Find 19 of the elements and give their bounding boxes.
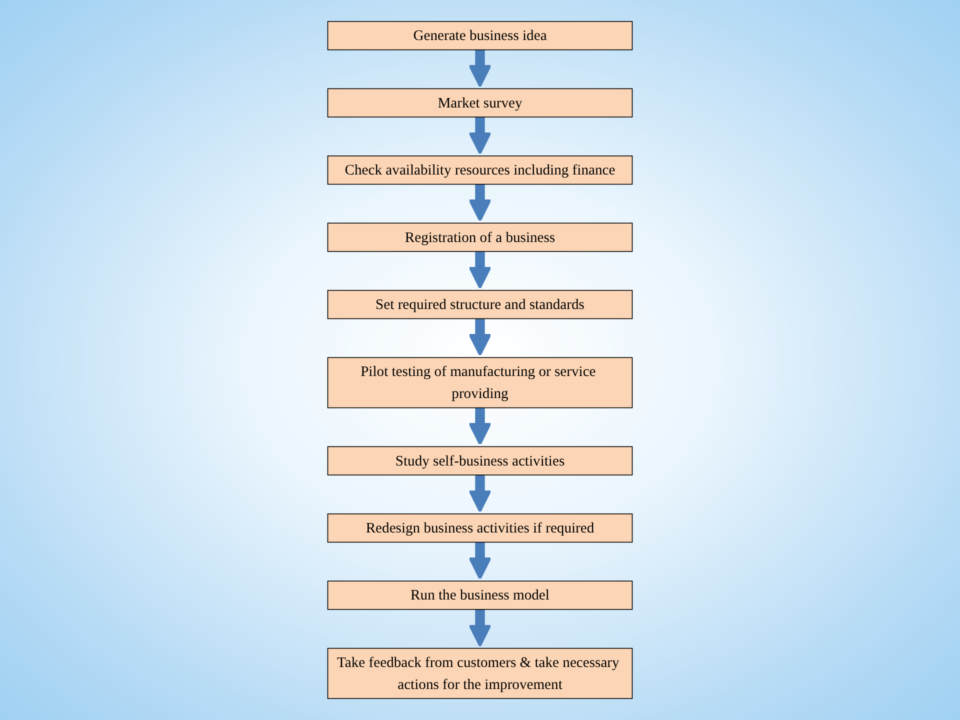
arrow — [468, 609, 492, 647]
arrow — [468, 184, 492, 222]
node-box: Check availability resources including finance — [327, 156, 633, 185]
node-box: Pilot testing of manufacturing or service providing — [327, 357, 633, 408]
arrow — [468, 542, 492, 580]
node-box: Study self-business activities — [327, 446, 633, 476]
arrow — [468, 251, 492, 289]
node-box: Take feedback from customers & take necessary actions for the improvement — [327, 648, 633, 699]
arrow — [468, 117, 492, 155]
arrow — [468, 50, 492, 88]
node-box: Run the business model — [327, 580, 633, 610]
arrow — [468, 475, 492, 512]
node-box: Registration of a business — [327, 222, 633, 252]
node-box: Market survey — [327, 88, 633, 118]
arrow — [468, 318, 492, 356]
node-box: Set required structure and standards — [327, 290, 633, 320]
node-box: Redesign business activities if required — [327, 513, 633, 543]
arrow — [468, 408, 492, 446]
node-box: Generate business idea — [327, 21, 633, 50]
